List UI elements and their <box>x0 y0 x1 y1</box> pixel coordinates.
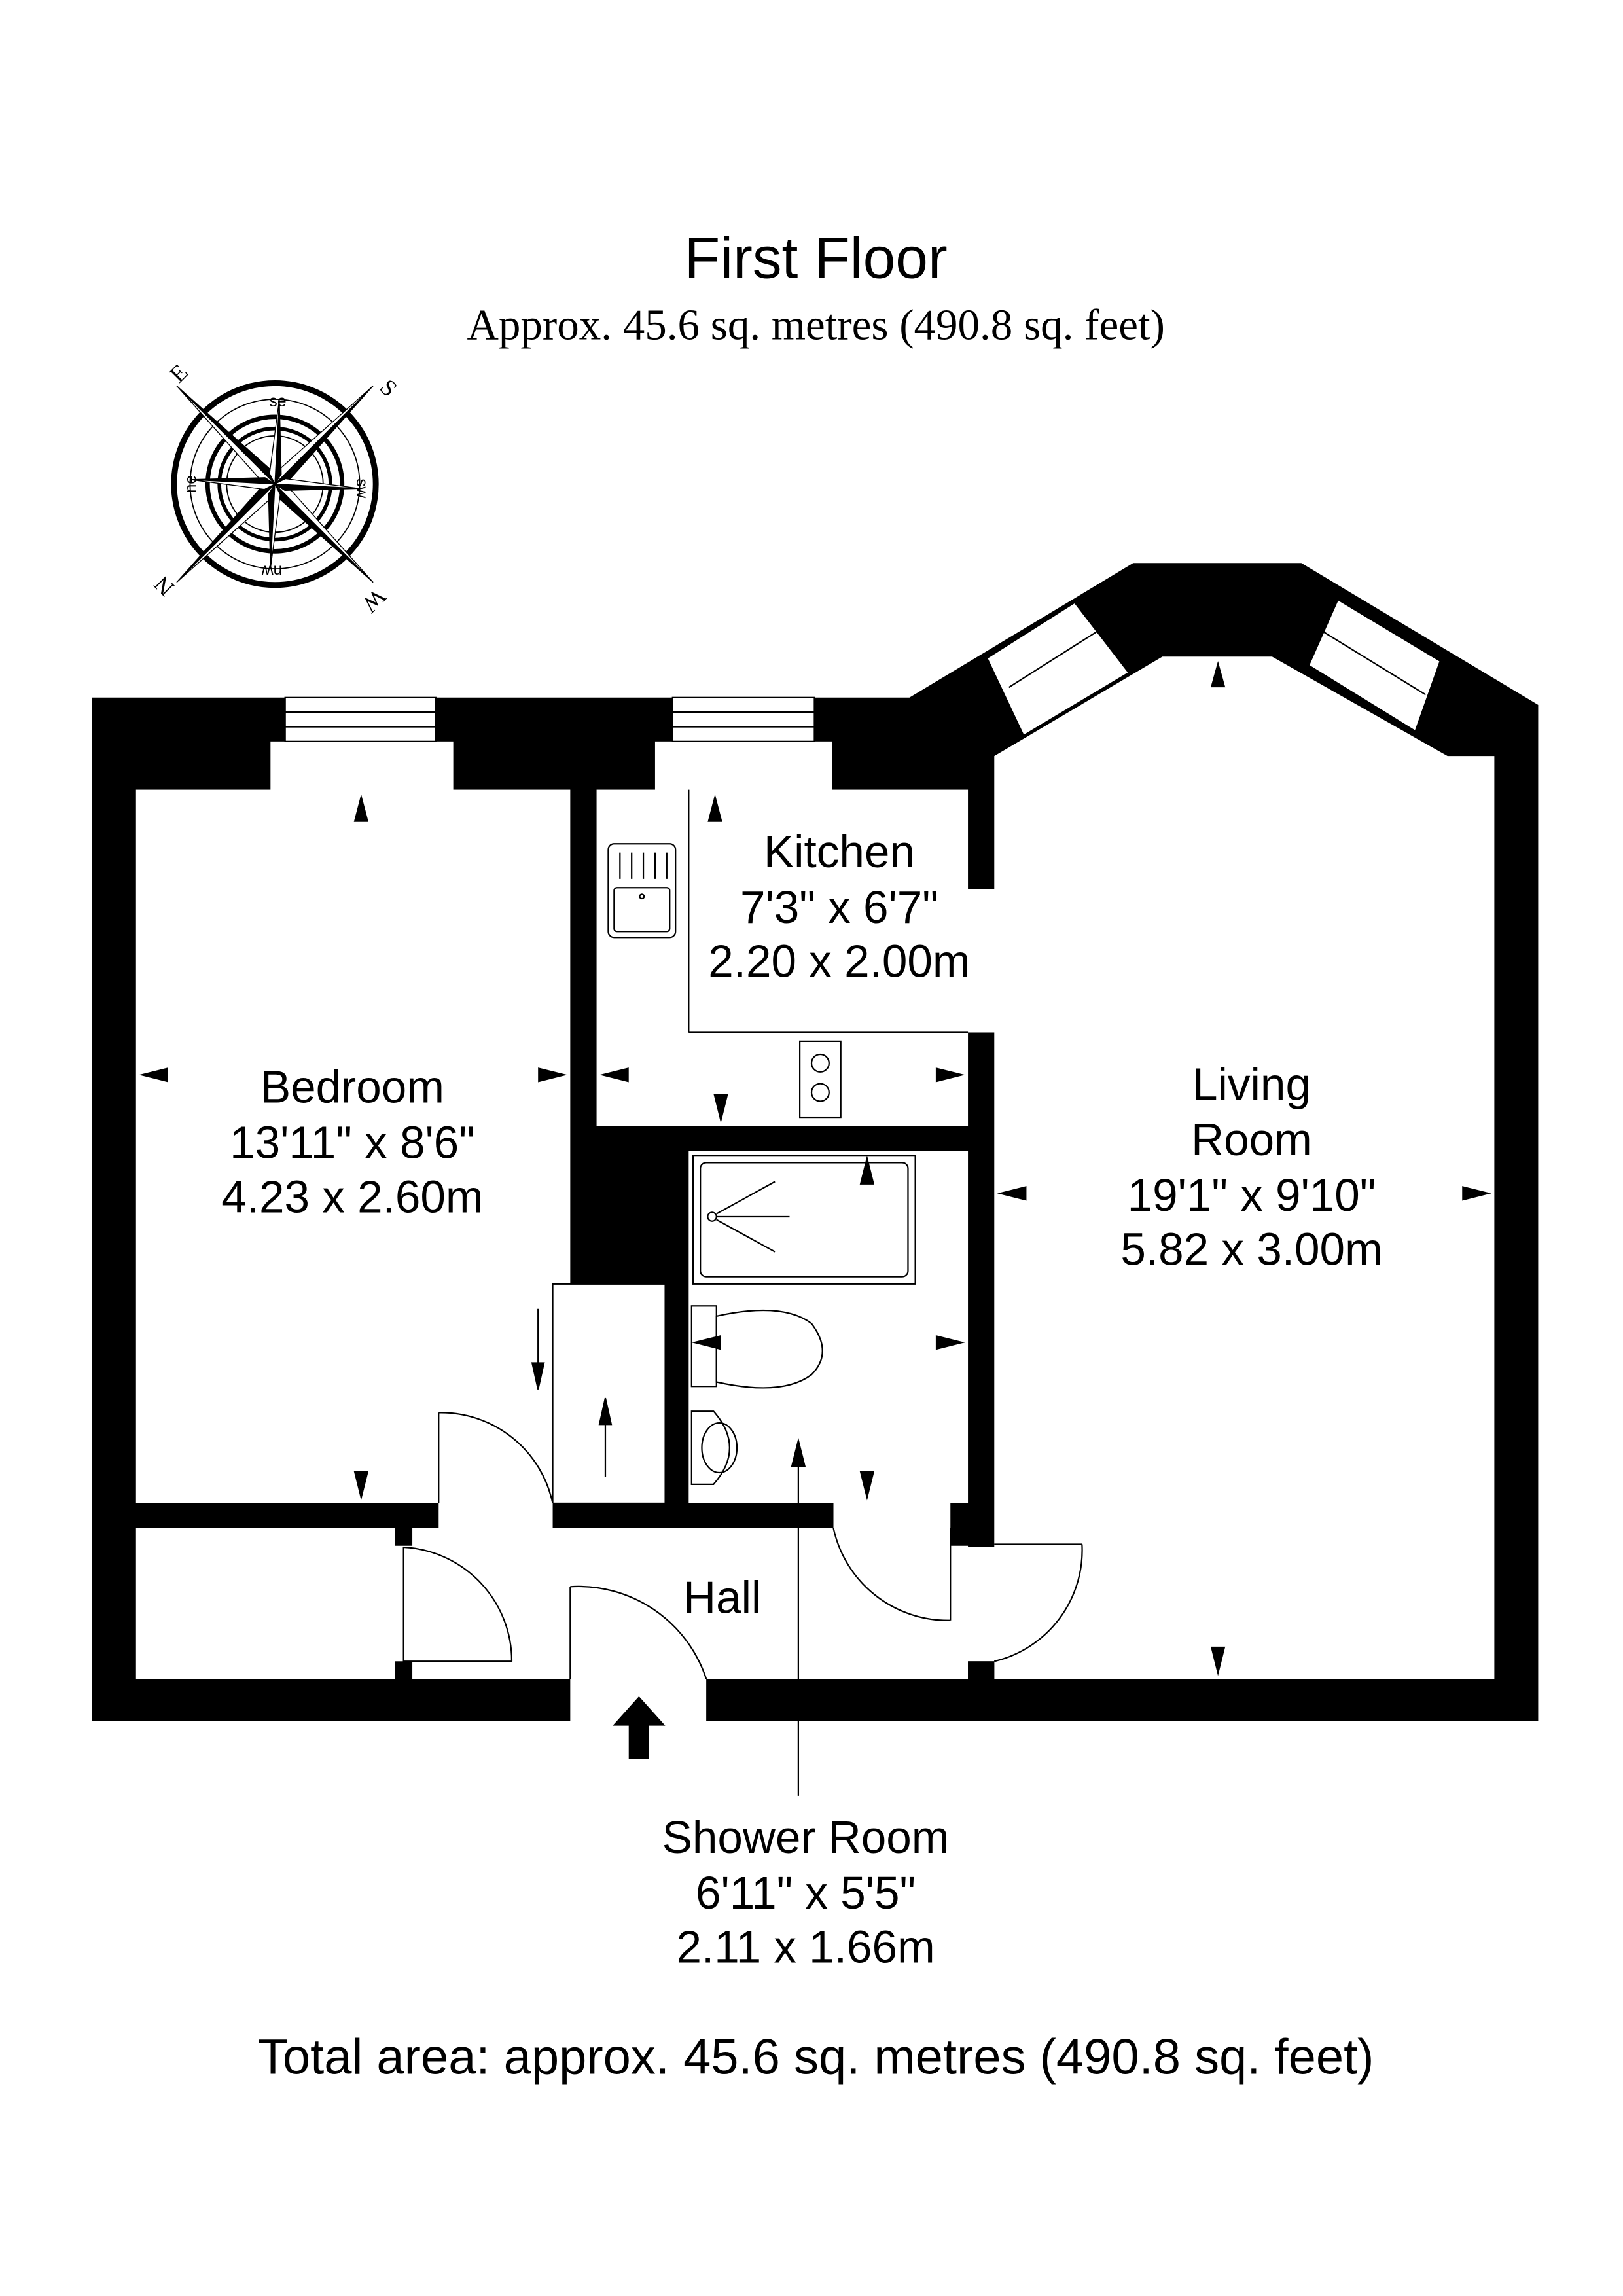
living-room-imperial: 19'1" x 9'10" <box>1128 1170 1376 1221</box>
compass-north-label: N <box>149 571 179 601</box>
basin-icon <box>690 1410 738 1486</box>
entrance-arrow-icon <box>613 1696 666 1759</box>
living-room-metric: 5.82 x 3.00m <box>1120 1224 1382 1275</box>
bedroom-metric: 4.23 x 2.60m <box>221 1171 483 1222</box>
bedroom-area <box>135 789 571 1503</box>
compass-nw-label: nw <box>262 562 283 580</box>
hall-name: Hall <box>683 1572 761 1623</box>
total-area: Total area: approx. 45.6 sq. metres (490… <box>258 2029 1374 2085</box>
hall-area <box>135 1528 969 1679</box>
cupboard-area <box>552 1283 666 1503</box>
floor-area-subtitle: Approx. 45.6 sq. metres (490.8 sq. feet) <box>467 300 1164 349</box>
shower-room-metric: 2.11 x 1.66m <box>676 1922 935 1973</box>
sink-icon <box>607 843 677 939</box>
kitchen-area <box>596 789 969 1126</box>
compass-south-label: S <box>375 374 402 401</box>
living-room-name-1: Living <box>1192 1058 1311 1109</box>
shower-room-name: Shower Room <box>662 1812 950 1863</box>
dimension-markers <box>139 660 1491 1676</box>
kitchen-name: Kitchen <box>764 826 915 877</box>
compass-sw-label: sw <box>353 478 370 498</box>
sliding-door-arrows <box>531 1308 613 1477</box>
window <box>284 598 1442 742</box>
compass-ne-label: ne <box>182 475 200 493</box>
living-room-name-2: Room <box>1191 1114 1312 1165</box>
bedroom-name: Bedroom <box>260 1062 444 1113</box>
shower-room-area <box>688 1151 969 1503</box>
compass-rose-icon: N E S W ne se sw nw <box>149 359 402 618</box>
hob-icon <box>799 1040 842 1119</box>
compass-se-label: se <box>270 393 287 410</box>
bedroom-imperial: 13'11" x 8'6" <box>230 1117 475 1168</box>
floor-title: First Floor <box>685 225 948 291</box>
shower-room-imperial: 6'11" x 5'5" <box>696 1867 916 1918</box>
compass-west-label: W <box>357 584 391 618</box>
compass-east-label: E <box>164 359 193 387</box>
shower-tray-icon <box>692 1155 916 1285</box>
kitchen-imperial: 7'3" x 6'7" <box>740 882 938 933</box>
kitchen-metric: 2.20 x 2.00m <box>708 936 970 987</box>
living-room-area <box>994 656 1495 1679</box>
